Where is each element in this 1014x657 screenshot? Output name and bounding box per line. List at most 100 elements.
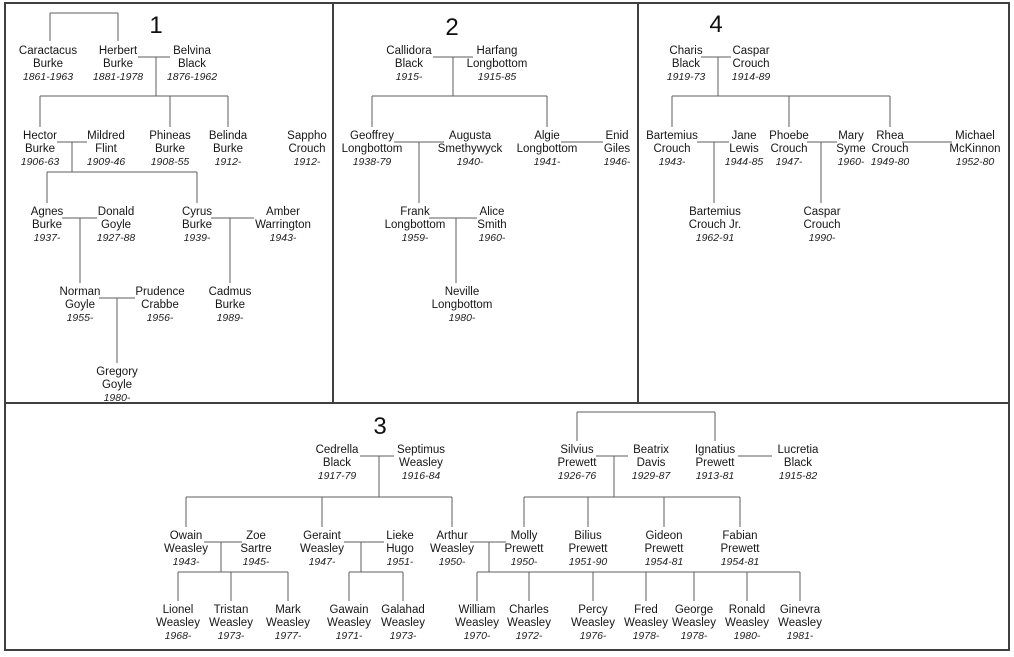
person-dates: 1944-85	[724, 156, 764, 168]
person-first-name: Gregory	[96, 366, 138, 378]
person-dates: 1949-80	[870, 156, 910, 168]
person-dates: 1960-	[837, 156, 865, 168]
person-first-name: Belinda	[208, 130, 248, 142]
person-last-name: Weasley	[778, 617, 822, 629]
person-first-name: Fred	[634, 604, 658, 616]
person-dates: 1955-	[66, 312, 94, 324]
person-first-name: Amber	[266, 206, 300, 218]
person-first-name: Mark	[275, 604, 301, 616]
person-last-name: Longbottom	[384, 219, 446, 231]
person-last-name: Black	[177, 58, 207, 70]
person-dates: 1945-	[242, 556, 270, 568]
person-dates: 1947-	[775, 156, 803, 168]
person-last-name: Black	[322, 457, 352, 469]
person-dates: 1951-90	[568, 556, 608, 568]
person-last-name: Weasley	[455, 617, 499, 629]
person-dates: 1970-	[463, 630, 491, 642]
person-first-name: Jane	[731, 130, 757, 142]
person-dates: 1946-	[603, 156, 631, 168]
person-last-name: Burke	[212, 143, 244, 155]
person-dates: 1939-	[183, 232, 211, 244]
person-dates: 1926-76	[557, 470, 597, 482]
person-last-name: Burke	[24, 143, 56, 155]
person-last-name: Crouch	[732, 58, 770, 70]
person-dates: 1973-	[389, 630, 417, 642]
person-first-name: Charles	[509, 604, 549, 616]
person-dates: 1972-	[515, 630, 543, 642]
person-last-name: Crouch	[871, 143, 909, 155]
person-last-name: Prewett	[504, 543, 544, 555]
person-first-name: Neville	[444, 286, 480, 298]
person-first-name: Charis	[669, 45, 703, 57]
person-first-name: Geraint	[303, 530, 341, 542]
person-last-name: Weasley	[571, 617, 615, 629]
person-last-name: Hugo	[386, 543, 414, 555]
person-first-name: Callidora	[386, 45, 432, 57]
person-first-name: Hector	[23, 130, 57, 142]
person-last-name: Weasley	[209, 617, 253, 629]
person-dates: 1954-81	[720, 556, 760, 568]
person-first-name: Frank	[400, 206, 430, 218]
person-first-name: Zoe	[246, 530, 266, 542]
person-first-name: Bartemius	[646, 130, 698, 142]
person-dates: 1959-	[401, 232, 429, 244]
person-dates: 1908-55	[150, 156, 190, 168]
person-last-name: Syme	[836, 143, 866, 155]
person-first-name: Gideon	[645, 530, 683, 542]
person-first-name: Sappho	[287, 130, 327, 142]
person-last-name: Prewett	[695, 457, 735, 469]
person-first-name: Ronald	[728, 604, 766, 616]
person-first-name: Michael	[955, 130, 995, 142]
person-last-name: Crouch	[803, 219, 841, 231]
person-dates: 1980-	[103, 392, 131, 404]
person-dates: 1917-79	[317, 470, 357, 482]
person-first-name: Mary	[838, 130, 864, 142]
person-dates: 1973-	[217, 630, 245, 642]
person-dates: 1914-89	[731, 71, 771, 83]
person-last-name: Weasley	[430, 543, 474, 555]
person-dates: 1968-	[164, 630, 192, 642]
person-first-name: Harfang	[476, 45, 518, 57]
person-first-name: Cyrus	[181, 206, 213, 218]
person-dates: 1929-87	[631, 470, 671, 482]
person-last-name: Smith	[477, 219, 507, 231]
person-dates: 1912-	[293, 156, 321, 168]
person-last-name: Weasley	[164, 543, 208, 555]
person-first-name: Caspar	[732, 45, 770, 57]
person-first-name: Enid	[605, 130, 629, 142]
person-last-name: Sartre	[240, 543, 272, 555]
person-dates: 1976-	[579, 630, 607, 642]
person-dates: 1950-	[438, 556, 466, 568]
person-last-name: Prewett	[720, 543, 760, 555]
person-dates: 1912-	[214, 156, 242, 168]
panel-label-4: 4	[709, 11, 723, 38]
